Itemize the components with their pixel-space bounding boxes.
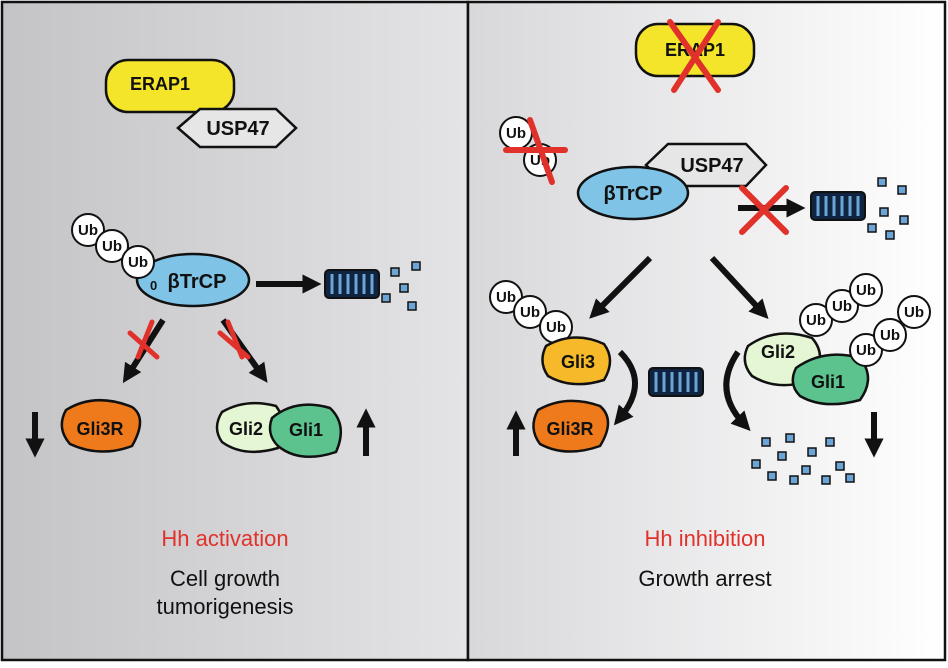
gli1-label-right: Gli1 <box>811 372 845 392</box>
outcome-right: Hh inhibition <box>644 526 765 551</box>
ub-label: Ub <box>832 298 852 315</box>
inhibition-x-icon <box>127 319 251 360</box>
degradation-arrow-gli <box>723 350 751 431</box>
ub-label: Ub <box>78 222 98 239</box>
gli3-label: Gli3 <box>561 352 595 372</box>
proteasome-icon <box>647 366 705 398</box>
erap1-label-inhibited: ERAP1 <box>665 40 725 60</box>
ub-label: Ub <box>546 319 566 336</box>
left-panel <box>0 0 470 662</box>
gli3r-shape-right <box>532 399 610 453</box>
ub-label: Ub <box>520 304 540 321</box>
btrcp-shape <box>135 252 251 308</box>
ub-label: Ub <box>102 238 122 255</box>
ub-label: Ub <box>128 254 148 271</box>
outcome-left: Hh activation <box>161 526 288 551</box>
arrow-to-gli3 <box>589 255 653 319</box>
gli2-label: Gli2 <box>229 419 263 439</box>
usp47-label-right: USP47 <box>680 155 743 177</box>
ub-label: Ub <box>856 342 876 359</box>
ub-label: Ub <box>904 304 924 321</box>
ub-chain-gli3: Ub Ub Ub <box>489 280 573 344</box>
processing-arrow <box>613 349 638 426</box>
gli1-shape-right <box>791 353 870 406</box>
proteasome-icon <box>323 268 381 300</box>
btrcp-label: βTrCP <box>168 271 227 293</box>
erap1-shape <box>104 58 236 114</box>
effect-left-line2: tumorigenesis <box>157 594 294 619</box>
btrcp-shape-right <box>576 165 690 221</box>
erap1-label: ERAP1 <box>130 74 190 94</box>
usp47-label: USP47 <box>206 118 269 140</box>
btrcp-prefix: 0 <box>150 278 157 293</box>
ub-label: Ub <box>496 289 516 306</box>
effect-left-line1: Cell growth <box>170 566 280 591</box>
degradation-blocked-x-icon <box>739 185 789 235</box>
gli3r-label-right: Gli3R <box>546 419 593 439</box>
ub-label: Ub <box>880 327 900 344</box>
erap1-shape-inhibited <box>634 22 756 78</box>
erap1-knockout-x-icon <box>667 19 721 93</box>
gli1-label: Gli1 <box>289 420 323 440</box>
gli3r-label: Gli3R <box>76 419 123 439</box>
arrow-to-gli-complex <box>709 255 769 320</box>
ub-chain-gli-complex: Ub Ub Ub Ub Ub Ub <box>799 273 931 367</box>
ub-label: Ub <box>506 125 526 142</box>
ub-label: Ub <box>856 282 876 299</box>
gli1-shape <box>268 403 343 459</box>
gli2-shape <box>215 401 285 454</box>
proteasome-icon <box>809 190 867 222</box>
deubiquitination-x-icon <box>503 117 568 185</box>
usp47-shape <box>176 107 298 149</box>
effect-right: Growth arrest <box>638 566 771 591</box>
btrcp-label-right: βTrCP <box>604 183 663 205</box>
ub-label: Ub <box>806 312 826 329</box>
gli2-label-right: Gli2 <box>761 342 795 362</box>
ub-chain-left: Ub Ub Ub <box>71 213 155 279</box>
gli3r-shape <box>60 398 142 453</box>
gli3-shape <box>541 336 612 386</box>
